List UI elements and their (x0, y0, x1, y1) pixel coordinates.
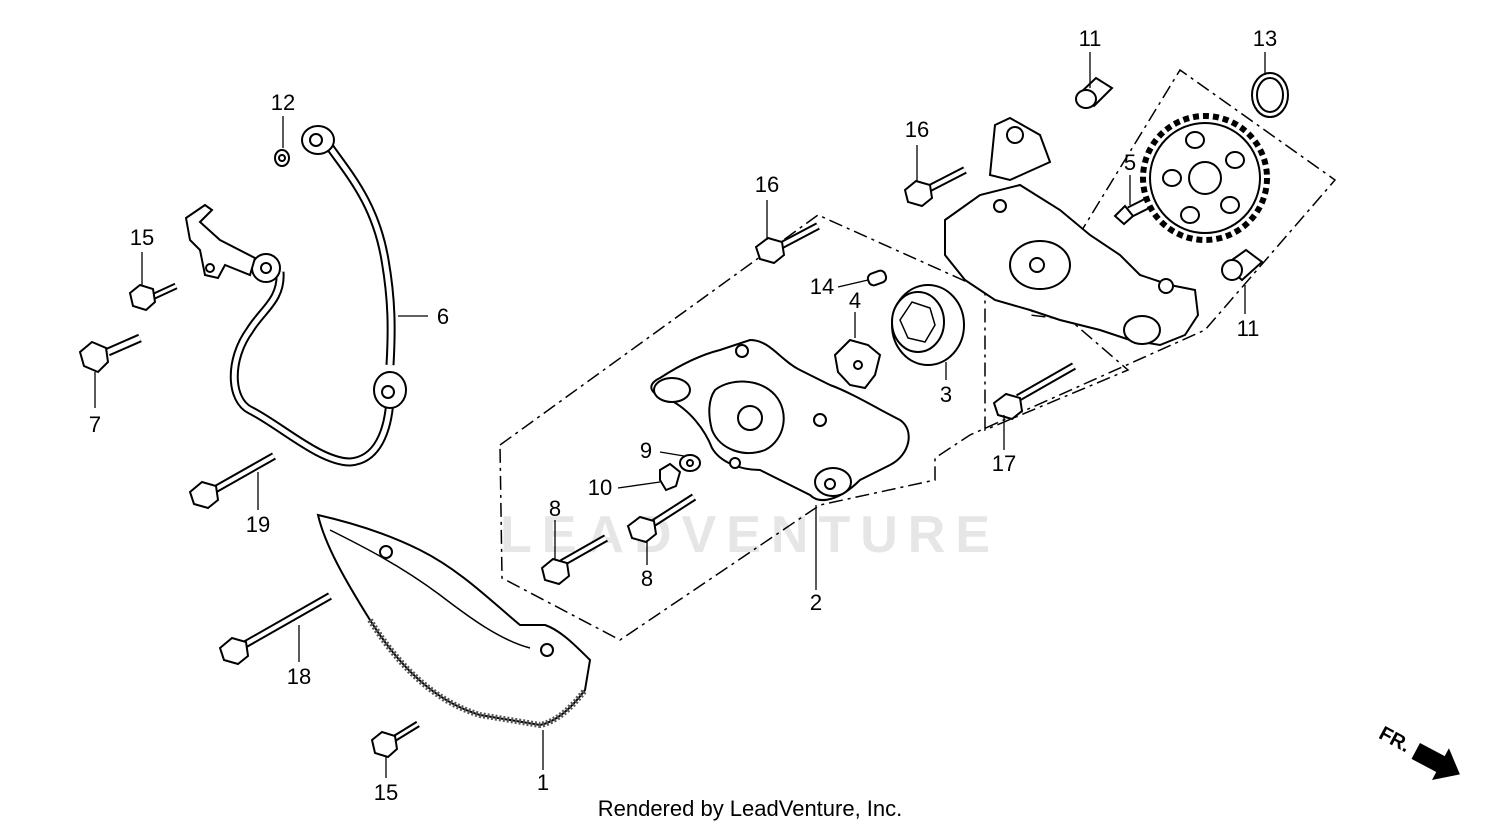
callout-6: 6 (437, 304, 449, 329)
leader-lines (94, 52, 1266, 778)
callout-labels: 1 2 3 4 5 6 7 8 8 9 10 11 11 12 13 14 15… (89, 26, 1277, 805)
callout-11-upper: 11 (1079, 26, 1102, 51)
callout-14: 14 (810, 274, 834, 299)
front-direction-label: FR. (1375, 722, 1414, 757)
callout-15-lower: 15 (374, 780, 398, 805)
callout-13: 13 (1253, 26, 1277, 51)
pump-housing-cover (944, 183, 1200, 347)
callout-18: 18 (287, 664, 311, 689)
callout-8-left: 8 (549, 496, 561, 521)
front-direction-indicator: FR. (1375, 722, 1460, 780)
washer-9 (679, 454, 701, 472)
bolt-8-right (626, 493, 697, 544)
bolt-16-lower (754, 222, 820, 265)
callout-3: 3 (940, 382, 952, 407)
callout-19: 19 (246, 512, 270, 537)
callout-15-upper: 15 (130, 225, 154, 250)
bolt-8-left (540, 534, 608, 586)
render-credit: Rendered by LeadVenture, Inc. (597, 796, 903, 821)
oil-pump-assembly-outline (499, 68, 1337, 641)
collar-upper (1075, 76, 1114, 109)
front-arrow-icon (1411, 743, 1460, 780)
callout-8-right: 8 (641, 566, 653, 591)
inner-rotor (833, 338, 882, 390)
dowel-pin (866, 269, 888, 287)
o-ring (1251, 72, 1289, 118)
callout-7: 7 (89, 412, 101, 437)
callout-2: 2 (810, 590, 822, 615)
oil-pump-body (650, 338, 910, 501)
bolt-17 (992, 362, 1076, 421)
bolt-15-upper (128, 282, 178, 312)
callout-11-lower: 11 (1237, 316, 1260, 341)
callout-5: 5 (1124, 150, 1136, 175)
washer-12 (274, 149, 290, 167)
callout-12: 12 (271, 90, 295, 115)
bolt-7 (78, 333, 142, 374)
outer-rotor (891, 284, 965, 366)
oil-pipe (184, 125, 407, 467)
bolt-15-lower (370, 721, 420, 759)
bolt-19 (188, 452, 276, 510)
callout-16-lower: 16 (755, 172, 779, 197)
clip-10 (659, 462, 682, 492)
callout-9: 9 (640, 438, 652, 463)
callout-16-upper: 16 (905, 117, 929, 142)
bolt-18 (218, 592, 332, 666)
driven-gear (1140, 113, 1270, 243)
bolt-16-upper (903, 166, 967, 208)
callout-17: 17 (992, 451, 1016, 476)
callout-1: 1 (537, 770, 549, 795)
callout-10: 10 (588, 475, 612, 500)
pump-bracket (988, 116, 1052, 182)
collar-lower (1221, 248, 1264, 282)
pump-cover-plate (316, 513, 592, 729)
callout-4: 4 (849, 288, 861, 313)
